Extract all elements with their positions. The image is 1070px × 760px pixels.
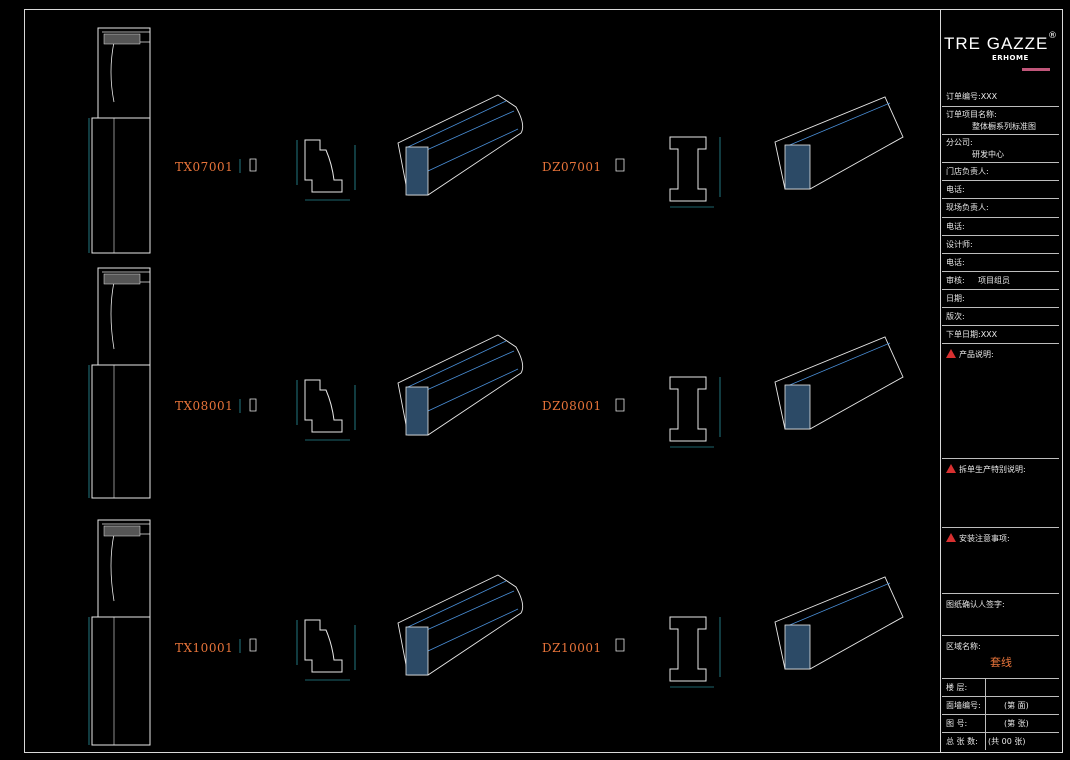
door-panel-upper bbox=[97, 267, 151, 366]
area-value: 套线 bbox=[990, 656, 1012, 669]
tb-reviewer: 审核:项目组员 bbox=[942, 272, 1059, 290]
tb-total-sheets: 总 张 数:(共 00 张) bbox=[946, 737, 1026, 746]
door-panel-upper bbox=[97, 519, 151, 618]
profile-mini-symbol bbox=[615, 398, 625, 412]
tb-drawing-no: 图 号:(第 张) bbox=[942, 715, 1059, 733]
molding-3d-edge bbox=[419, 350, 515, 394]
profile-code-dz07001: DZ07001 bbox=[542, 160, 602, 174]
brand-sub: ERHOME bbox=[992, 54, 1029, 62]
molding-3d-edge bbox=[427, 128, 519, 172]
profile-code-tx10001: TX10001 bbox=[175, 641, 234, 655]
profile-code-tx07001: TX07001 bbox=[175, 160, 234, 174]
tb-floor: 楼 层: bbox=[942, 679, 1059, 697]
profile-mini-symbol bbox=[249, 638, 257, 652]
title-block-frame bbox=[940, 9, 1063, 753]
tb-branch: 分公司:研发中心 bbox=[942, 135, 1059, 163]
warning-icon bbox=[946, 533, 956, 542]
profile-code-dz10001: DZ10001 bbox=[542, 641, 602, 655]
bevel-molding-outline bbox=[774, 96, 904, 190]
tb-order-date: 下单日期:XXX bbox=[942, 326, 1059, 344]
bevel-end-grain bbox=[784, 624, 811, 670]
door-panel-upper bbox=[97, 27, 151, 119]
molding-3d-edge bbox=[427, 368, 519, 412]
tb-product-desc: 产品说明: bbox=[942, 344, 1059, 459]
warning-icon bbox=[946, 349, 956, 358]
molding-3d-edge bbox=[407, 580, 507, 628]
profile-section-dz bbox=[669, 136, 707, 202]
tb-phone-1: 电话: bbox=[942, 181, 1059, 199]
profile-code-dz08001: DZ08001 bbox=[542, 399, 602, 413]
molding-3d-edge bbox=[407, 340, 507, 388]
molding-end-grain bbox=[405, 386, 429, 436]
profile-section bbox=[304, 139, 343, 193]
molding-3d-edge bbox=[407, 100, 507, 148]
molding-3d-edge bbox=[427, 608, 519, 652]
bevel-molding-edge bbox=[784, 102, 891, 148]
tb-install-notes: 安装注意事项: bbox=[942, 528, 1059, 594]
tb-site-manager: 现场负责人: bbox=[942, 199, 1059, 218]
bevel-molding-edge bbox=[784, 342, 891, 388]
tb-value-divider bbox=[985, 679, 986, 750]
tb-confirm-sign: 图纸确认人签字: bbox=[942, 594, 1059, 636]
molding-end-grain bbox=[405, 146, 429, 196]
tb-designer: 设计师: bbox=[942, 236, 1059, 254]
profile-mini-symbol bbox=[249, 398, 257, 412]
tb-version: 版次: bbox=[942, 308, 1059, 326]
bevel-end-grain bbox=[784, 384, 811, 430]
tb-phone-2: 电话: bbox=[942, 218, 1059, 236]
molding-3d-outline bbox=[397, 94, 524, 196]
profile-section-dz bbox=[669, 376, 707, 442]
bevel-molding-outline bbox=[774, 576, 904, 670]
tb-project-name: 订单项目名称:整体橱系列标准图 bbox=[942, 107, 1059, 135]
profile-section bbox=[304, 379, 343, 433]
molding-3d-outline bbox=[397, 574, 524, 676]
tb-phone-3: 电话: bbox=[942, 254, 1059, 272]
molding-3d-edge bbox=[419, 590, 515, 634]
bevel-molding-edge bbox=[784, 582, 891, 628]
tb-date: 日期: bbox=[942, 290, 1059, 308]
bevel-end-grain bbox=[784, 144, 811, 190]
molding-profile-curve bbox=[102, 31, 151, 103]
molding-3d-edge bbox=[419, 110, 515, 154]
molding-cap bbox=[103, 525, 141, 537]
profile-mini-symbol bbox=[249, 158, 257, 172]
profile-code-tx08001: TX08001 bbox=[175, 399, 234, 413]
tb-area-name: 区域名称:套线 bbox=[942, 636, 1059, 679]
bevel-molding-outline bbox=[774, 336, 904, 430]
molding-3d-outline bbox=[397, 334, 524, 436]
molding-cap bbox=[103, 273, 141, 285]
tb-store-manager: 门店负责人: bbox=[942, 163, 1059, 181]
tb-production-notes: 拆单生产特别说明: bbox=[942, 459, 1059, 528]
registered-mark: ® bbox=[1048, 31, 1057, 41]
molding-end-grain bbox=[405, 626, 429, 676]
profile-section bbox=[304, 619, 343, 673]
profile-mini-symbol bbox=[615, 638, 625, 652]
brand-name: TRE GAZZE bbox=[944, 34, 1049, 53]
brand-accent-bar bbox=[1022, 68, 1050, 71]
warning-icon bbox=[946, 464, 956, 473]
profile-section-dz bbox=[669, 616, 707, 682]
molding-cap bbox=[103, 33, 141, 45]
profile-mini-symbol bbox=[615, 158, 625, 172]
brand-logo: TRE GAZZE ERHOME ® bbox=[944, 31, 1057, 74]
tb-elevation-no: 面墙编号:(第 面) bbox=[942, 697, 1059, 715]
tb-order-no: 订单编号:XXX bbox=[942, 88, 1059, 107]
